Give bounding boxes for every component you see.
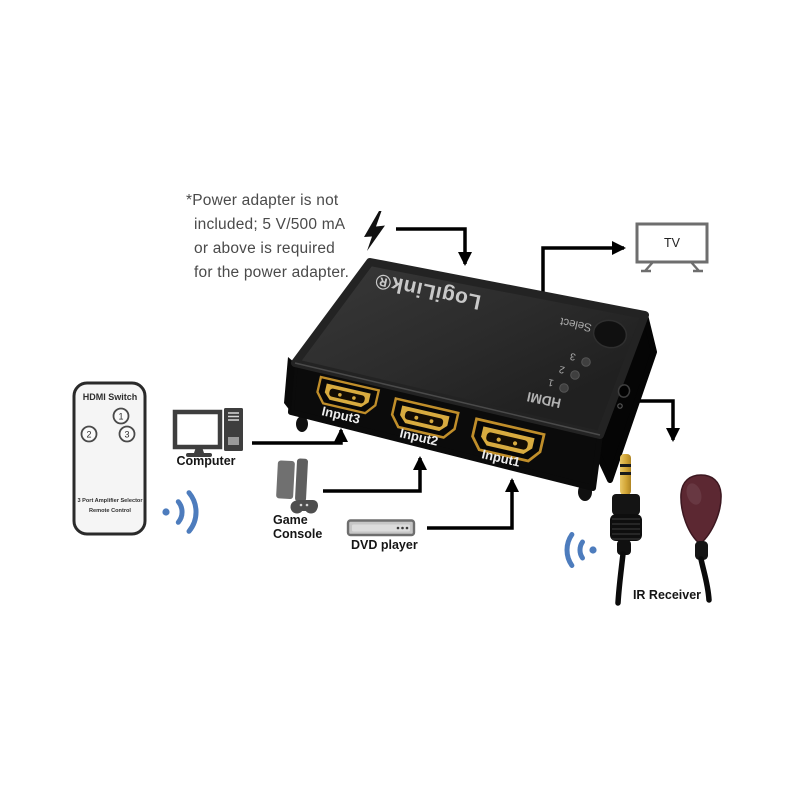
monitor-stand bbox=[194, 447, 204, 453]
hdmi-print-label: HDMI bbox=[526, 389, 563, 411]
remote-button-2-label: 2 bbox=[86, 430, 91, 440]
ir-signal-receiver-icon bbox=[564, 532, 597, 568]
power-note-line: *Power adapter is not bbox=[186, 192, 339, 209]
dvd-arrow bbox=[427, 478, 519, 530]
dvd-player-icon: DVD player bbox=[346, 519, 418, 552]
ir-receiver-label: IR Receiver bbox=[633, 588, 701, 602]
remote-footer-line1: 3 Port Amplifier Selector bbox=[77, 498, 143, 504]
console-body-left bbox=[276, 460, 295, 499]
power-note: *Power adapter is not included; 5 V/500 … bbox=[186, 189, 349, 285]
remote-button-3-label: 3 bbox=[124, 430, 129, 440]
jack-cable bbox=[615, 551, 626, 606]
tv-legs bbox=[641, 261, 703, 273]
led-indicator-2 bbox=[570, 370, 580, 380]
console-body-right bbox=[295, 458, 308, 502]
computer-icon: Computer bbox=[172, 408, 243, 468]
led-label-2: 2 bbox=[558, 363, 566, 375]
remote-title: HDMI Switch bbox=[83, 392, 138, 402]
device-left-face bbox=[284, 357, 295, 412]
device-foot bbox=[296, 416, 308, 432]
select-button bbox=[592, 319, 628, 349]
remote-button-2 bbox=[80, 425, 98, 443]
computer-label: Computer bbox=[176, 454, 235, 468]
power-arrow bbox=[396, 227, 472, 266]
tower-vents bbox=[228, 412, 239, 421]
dvd-player-label: DVD player bbox=[351, 538, 418, 552]
hdmi-switch-device: LogiLink® Select 3 2 1 HDMI Input3 Input… bbox=[284, 258, 657, 501]
remote-button-1-label: 1 bbox=[118, 412, 123, 422]
ir-receiver-cable bbox=[698, 556, 712, 603]
led-indicator-1 bbox=[559, 383, 569, 393]
game-console-label-line2: Console bbox=[273, 527, 322, 541]
ir-jack-socket bbox=[617, 384, 631, 398]
game-console-label-line1: Game bbox=[273, 513, 308, 527]
tv-label: TV bbox=[664, 236, 681, 250]
remote-button-1 bbox=[112, 407, 130, 425]
monitor bbox=[172, 409, 223, 450]
remote-control-icon: HDMI Switch 1 2 3 3 Port Amplifier Selec… bbox=[72, 381, 147, 536]
led-label-1: 1 bbox=[547, 376, 555, 388]
tower-panel bbox=[228, 437, 239, 445]
remote-footer-line2: Remote Control bbox=[89, 508, 131, 514]
game-console-icon: Game Console bbox=[273, 458, 322, 541]
remote-button-3 bbox=[118, 425, 136, 443]
power-note-line: included; 5 V/500 mA bbox=[194, 216, 346, 233]
power-note-line: for the power adapter. bbox=[194, 264, 350, 281]
computer-arrow bbox=[252, 428, 348, 445]
ir-arrow bbox=[639, 399, 680, 442]
ir-signal-remote-icon bbox=[162, 490, 199, 534]
lightning-bolt-icon bbox=[364, 211, 385, 251]
ir-receiver-icon bbox=[680, 474, 722, 603]
tv-arrow bbox=[541, 241, 626, 294]
monitor-base bbox=[186, 453, 212, 457]
device-front-edge-highlight bbox=[294, 362, 601, 436]
gamepad bbox=[290, 500, 318, 514]
console-arrow bbox=[323, 456, 427, 493]
power-note-line: or above is required bbox=[194, 240, 335, 257]
jack-plug-icon bbox=[610, 454, 642, 606]
led-label-3: 3 bbox=[569, 350, 577, 362]
led-indicator-3 bbox=[581, 357, 591, 367]
ir-jack-marking bbox=[617, 403, 623, 409]
tv-icon: TV bbox=[635, 222, 709, 273]
